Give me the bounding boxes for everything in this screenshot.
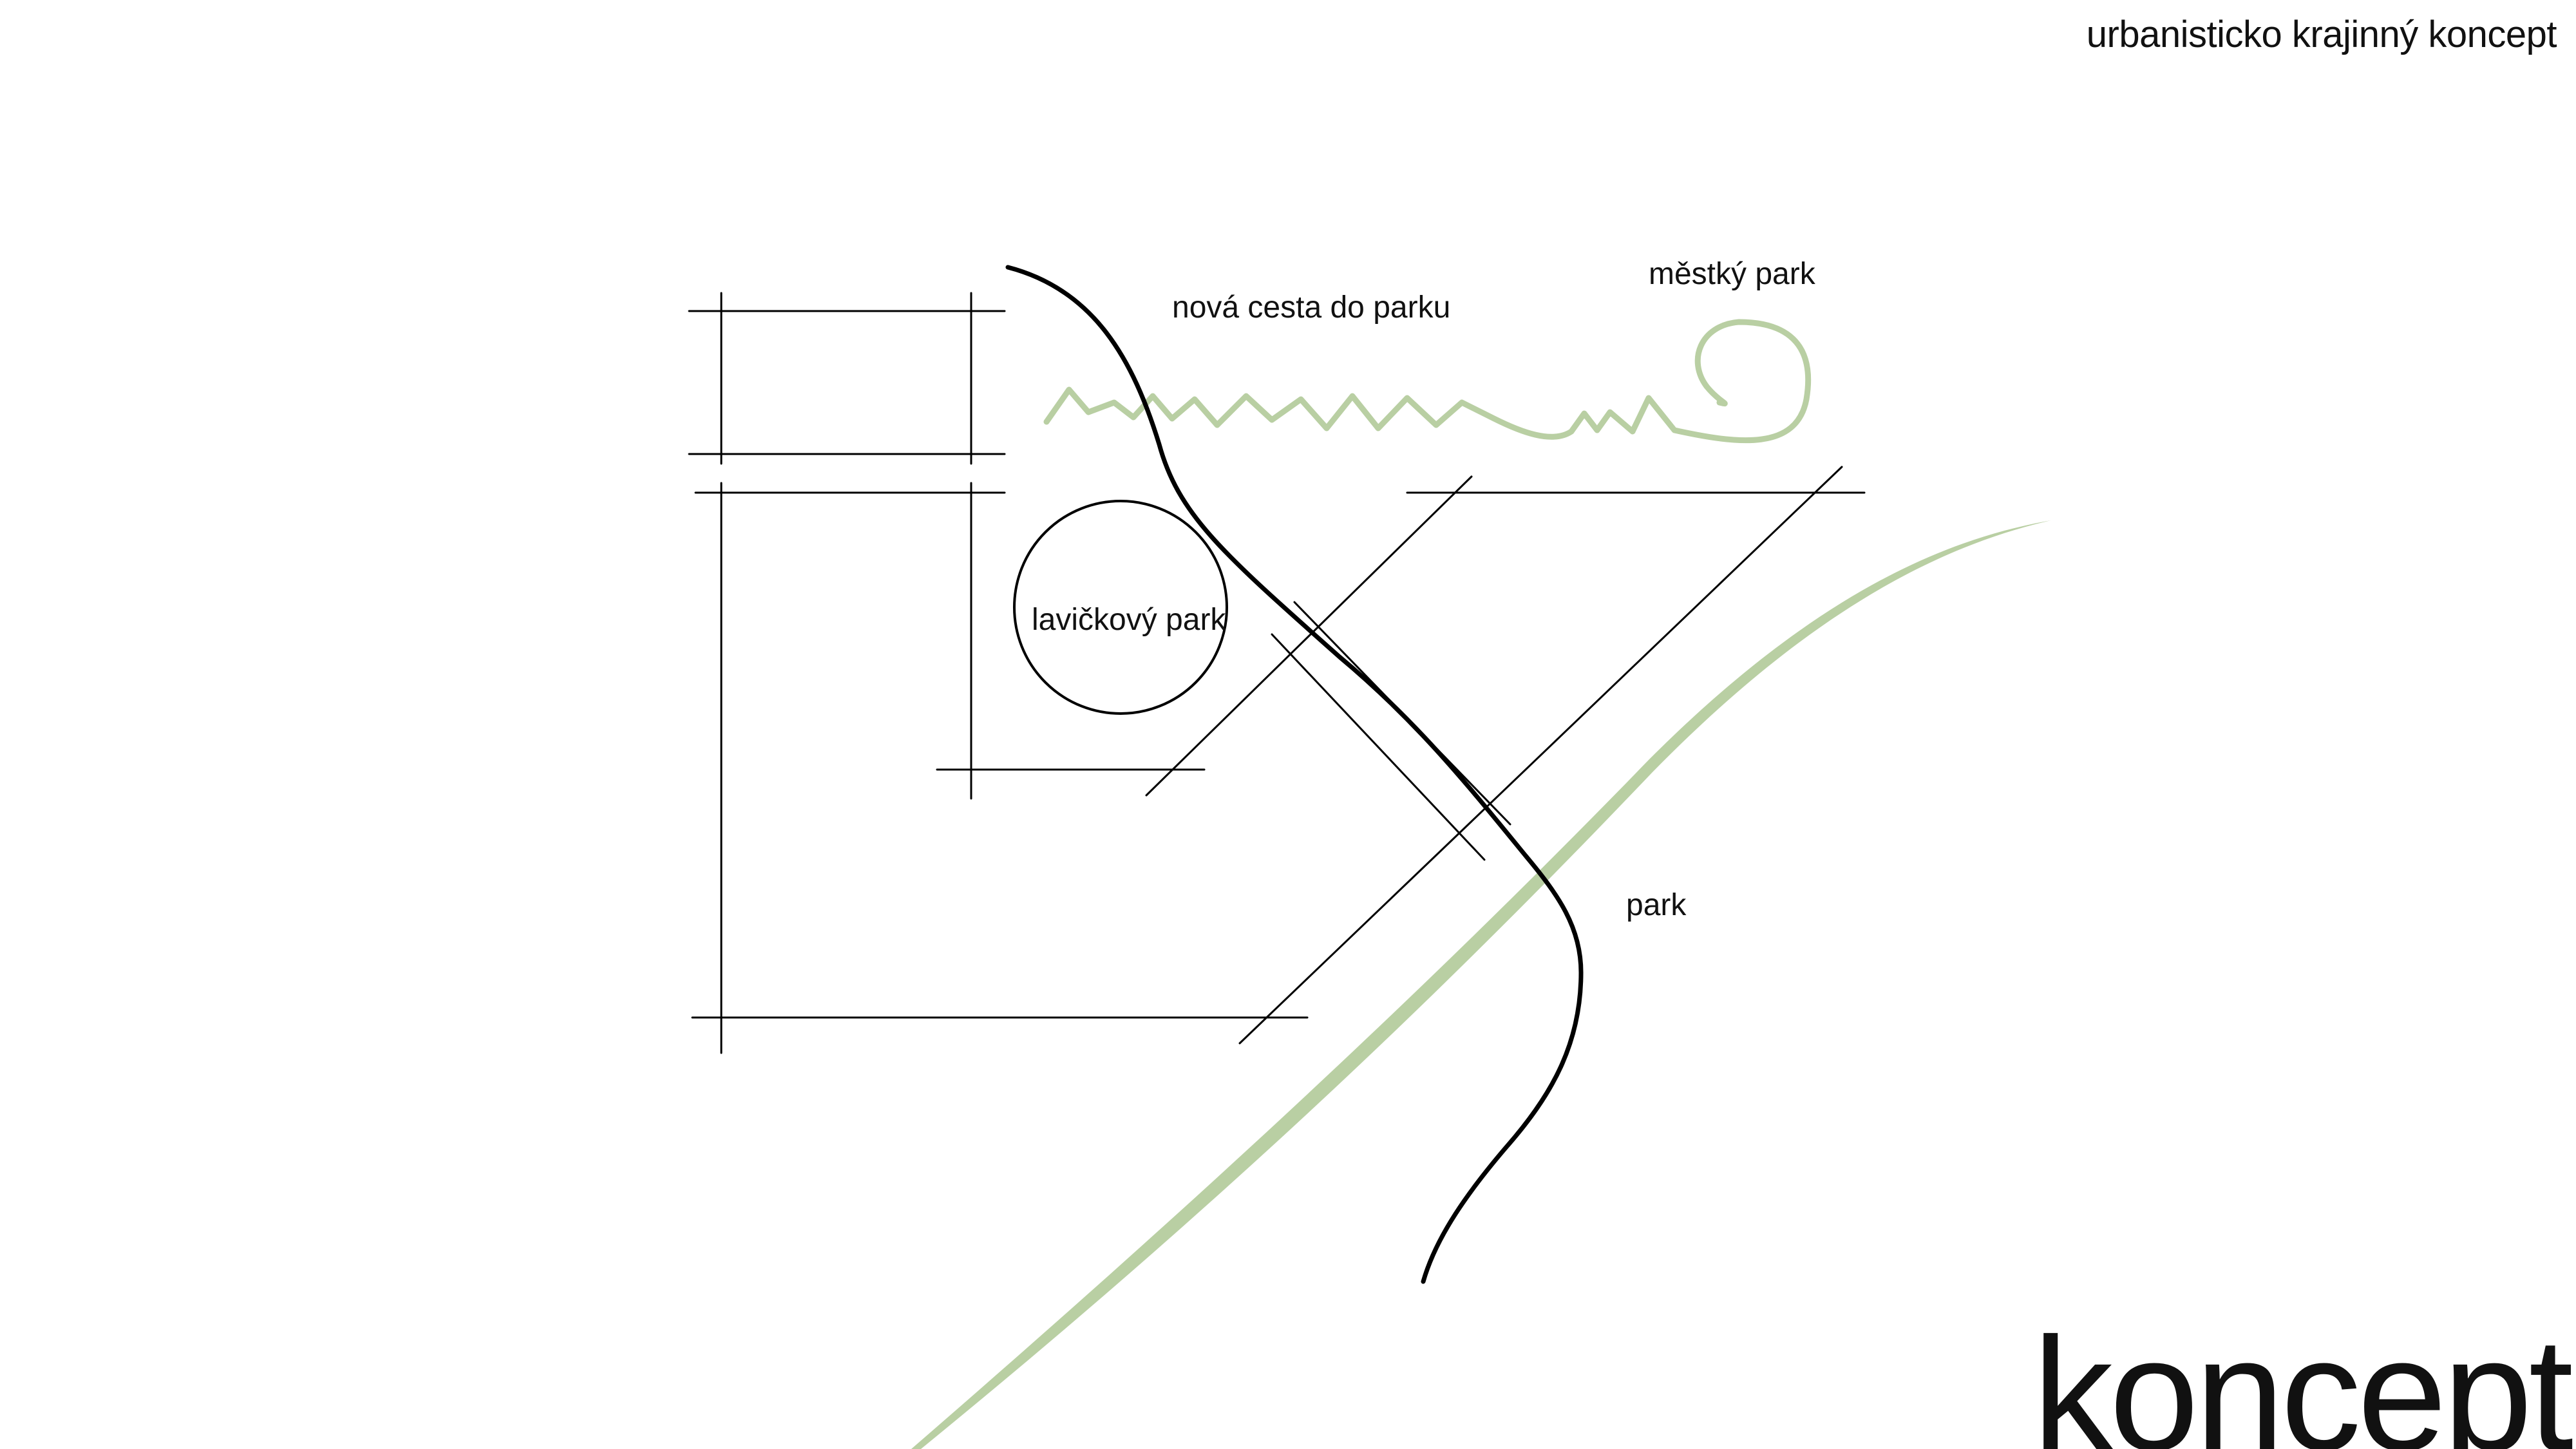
path-edge bbox=[1271, 633, 1486, 861]
building-blocks bbox=[688, 292, 1866, 1054]
diagonal-axis bbox=[1238, 466, 1843, 1045]
river-band bbox=[911, 520, 2051, 1449]
label-park: park bbox=[1626, 888, 1687, 922]
diagonal-axis bbox=[1145, 475, 1473, 797]
city-park-hedge bbox=[1043, 319, 1812, 444]
sheet-subtitle: urbanisticko krajinný koncept bbox=[2086, 14, 2557, 55]
sheet-title: koncept bbox=[2032, 1304, 2573, 1449]
new-path-to-park bbox=[1005, 265, 1584, 1284]
bench-park-circle bbox=[1013, 500, 1228, 715]
label-bench-park: lavičkový park bbox=[1032, 603, 1226, 637]
label-city-park: městký park bbox=[1649, 257, 1815, 291]
label-new-path: nová cesta do parku bbox=[1172, 290, 1451, 325]
